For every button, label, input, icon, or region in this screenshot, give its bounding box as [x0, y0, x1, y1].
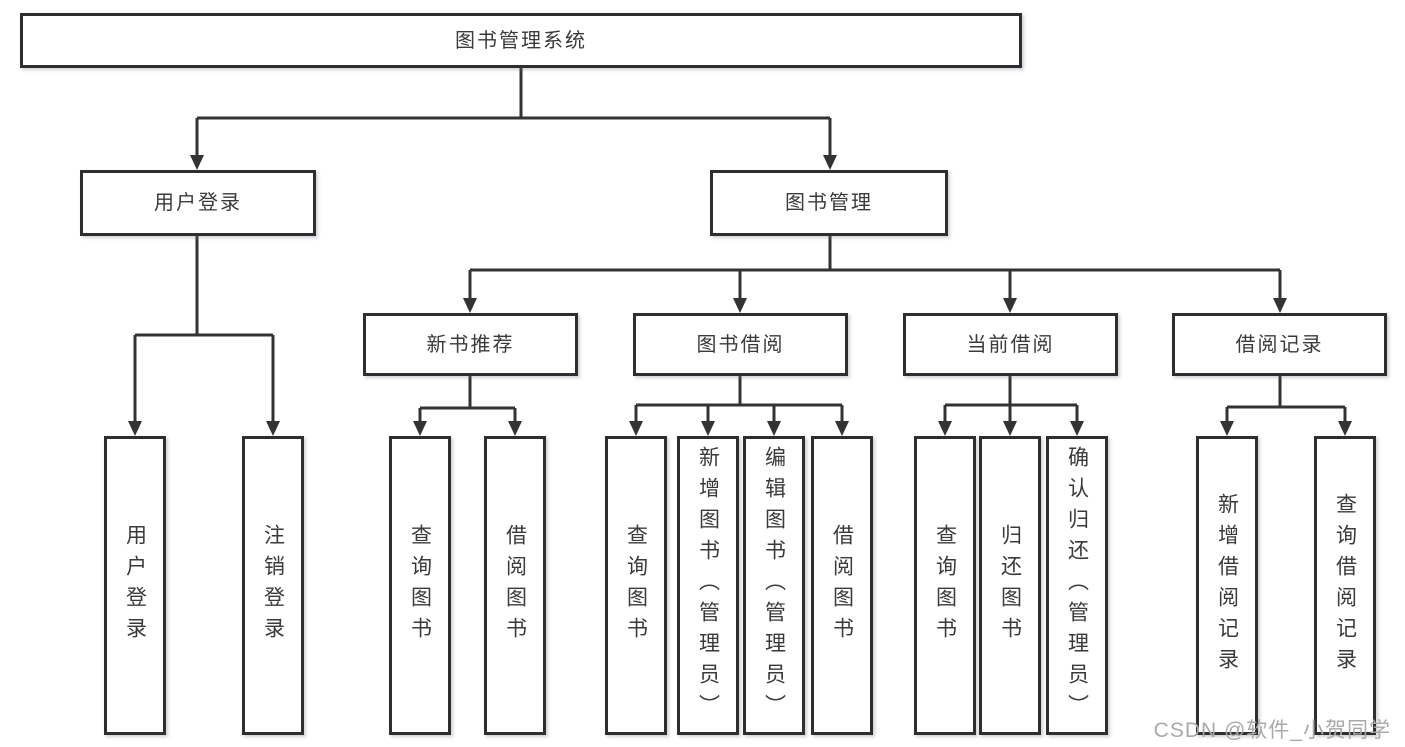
leaf-logout: 注销登录	[242, 436, 304, 735]
leaf-add-book-admin: 新增图书（管理员）	[677, 436, 739, 735]
leaf-user-login: 用户登录	[104, 436, 166, 735]
node-book-management: 图书管理	[710, 170, 948, 236]
leaf-query-book-recommend: 查询图书	[389, 436, 451, 735]
leaf-add-borrow-record: 新增借阅记录	[1196, 436, 1258, 735]
leaf-query-book-borrow: 查询图书	[605, 436, 667, 735]
leaf-return-book: 归还图书	[979, 436, 1041, 735]
leaf-query-borrow-record: 查询借阅记录	[1314, 436, 1376, 735]
leaf-borrow-book-recommend: 借阅图书	[484, 436, 546, 735]
leaf-borrow-book: 借阅图书	[811, 436, 873, 735]
node-current-borrow: 当前借阅	[903, 313, 1118, 376]
node-root-system: 图书管理系统	[20, 13, 1022, 68]
leaf-query-book-current: 查询图书	[914, 436, 976, 735]
node-new-book-recommend: 新书推荐	[363, 313, 578, 376]
node-book-borrow: 图书借阅	[633, 313, 848, 376]
leaf-confirm-return-admin: 确认归还（管理员）	[1046, 436, 1108, 735]
node-user-login: 用户登录	[80, 170, 316, 236]
leaf-edit-book-admin: 编辑图书（管理员）	[743, 436, 805, 735]
node-borrow-records: 借阅记录	[1172, 313, 1387, 376]
csdn-watermark: CSDN @软件_小贺同学	[1153, 719, 1391, 742]
